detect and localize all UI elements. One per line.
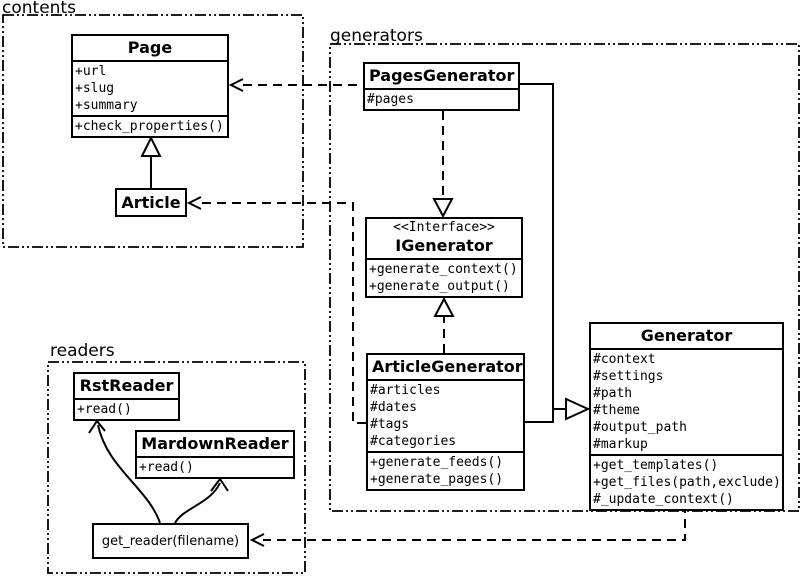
methods-compartment: +generate_feeds() +generate_pages(): [368, 451, 523, 489]
class-attribute: #articles: [370, 383, 441, 398]
class-attribute: +slug: [75, 81, 115, 96]
association-arrowhead-mardownreader: [210, 477, 229, 492]
class-box-article-generator: ArticleGenerator #articles #dates #tags …: [366, 353, 525, 491]
class-method: +read(): [77, 402, 132, 417]
class-method: +check_properties(): [75, 119, 224, 134]
class-box-pages-generator: PagesGenerator #pages: [363, 62, 520, 111]
package-label-readers: readers: [50, 341, 115, 361]
dependency-arrowhead-page: [228, 78, 244, 92]
class-attribute: #pages: [367, 92, 414, 107]
inheritance-line-pagesgenerator-generator: [520, 83, 566, 410]
class-name-pages-generator: PagesGenerator: [369, 66, 515, 85]
class-name-rst-reader: RstReader: [79, 376, 174, 395]
class-method: +get_templates(): [593, 458, 719, 473]
interface-stereotype: <<Interface>>: [393, 220, 495, 235]
attributes-compartment: +url +slug +summary: [73, 60, 227, 115]
class-box-mardown-reader: MardownReader +read(): [135, 430, 295, 479]
methods-compartment: +read(): [75, 398, 178, 419]
class-method: #_update_context(): [593, 492, 734, 507]
attributes-compartment: #context #settings #path #theme #output_…: [591, 348, 782, 454]
class-box-article: Article: [115, 188, 187, 217]
class-name-article-generator: ArticleGenerator: [372, 357, 523, 376]
class-attribute: #path: [593, 386, 633, 401]
methods-compartment: +read(): [137, 456, 293, 477]
class-box-igenerator: <<Interface>> IGenerator +generate_conte…: [365, 217, 523, 298]
realization-triangle-igenerator-top: [432, 198, 454, 219]
dependency-arrowhead-article: [186, 196, 202, 210]
inheritance-triangle-generator: [565, 397, 591, 421]
class-attribute: #output_path: [593, 420, 687, 435]
class-attribute: #dates: [370, 400, 417, 415]
realization-triangle-igenerator-bottom: [433, 296, 455, 317]
dependency-line-articlegenerator-article: [201, 202, 366, 424]
association-arrowhead-rstreader: [88, 419, 106, 434]
package-label-contents: contents: [2, 0, 76, 18]
package-border-generators: [329, 43, 800, 512]
association-curve-getreader-rstreader: [97, 424, 161, 524]
association-curve-getreader-mardownreader: [174, 482, 221, 524]
class-attribute: +summary: [75, 98, 138, 113]
inheritance-triangle-article-page: [140, 135, 162, 157]
class-box-page: Page +url +slug +summary +check_properti…: [71, 34, 229, 138]
class-method: +read(): [139, 460, 194, 475]
class-name-generator: Generator: [640, 326, 733, 345]
class-attribute: +url: [75, 64, 107, 79]
class-attribute: #tags: [370, 417, 410, 432]
methods-compartment: +check_properties(): [73, 115, 227, 136]
class-box-generator: Generator #context #settings #path #them…: [589, 322, 784, 511]
methods-compartment: +get_templates() +get_files(path,exclude…: [591, 454, 782, 509]
package-border-contents: [2, 14, 304, 248]
attributes-compartment: #articles #dates #tags #categories: [368, 379, 523, 451]
class-box-rst-reader: RstReader +read(): [73, 372, 180, 421]
function-label-get-reader: get_reader(filename): [101, 533, 240, 549]
class-name-igenerator: IGenerator: [395, 236, 493, 255]
class-name-article: Article: [121, 192, 181, 212]
class-attribute: #markup: [593, 437, 648, 452]
package-border-readers: [47, 361, 306, 574]
dependency-line-generator-getreader: [263, 504, 686, 541]
class-method: +generate_feeds(): [370, 455, 504, 470]
class-attribute: #categories: [370, 434, 457, 449]
attributes-compartment: #pages: [365, 88, 518, 109]
class-method: +get_files(path,exclude): [593, 475, 781, 490]
class-name-mardown-reader: MardownReader: [141, 434, 289, 453]
class-method: +generate_context(): [369, 262, 518, 277]
class-method: +generate_pages(): [370, 472, 504, 487]
dependency-arrowhead-getreader: [249, 533, 265, 547]
methods-compartment: +generate_context() +generate_output(): [367, 258, 521, 296]
class-header-igenerator: <<Interface>> IGenerator: [367, 219, 521, 258]
class-attribute: #settings: [593, 369, 664, 384]
class-method: +generate_output(): [369, 279, 510, 294]
class-name-page: Page: [127, 38, 173, 57]
inheritance-line-articlegenerator-generator: [525, 409, 554, 423]
function-box-get-reader: get_reader(filename): [92, 523, 249, 559]
class-attribute: #context: [593, 352, 656, 367]
class-attribute: #theme: [593, 403, 640, 418]
package-label-generators: generators: [330, 26, 423, 46]
